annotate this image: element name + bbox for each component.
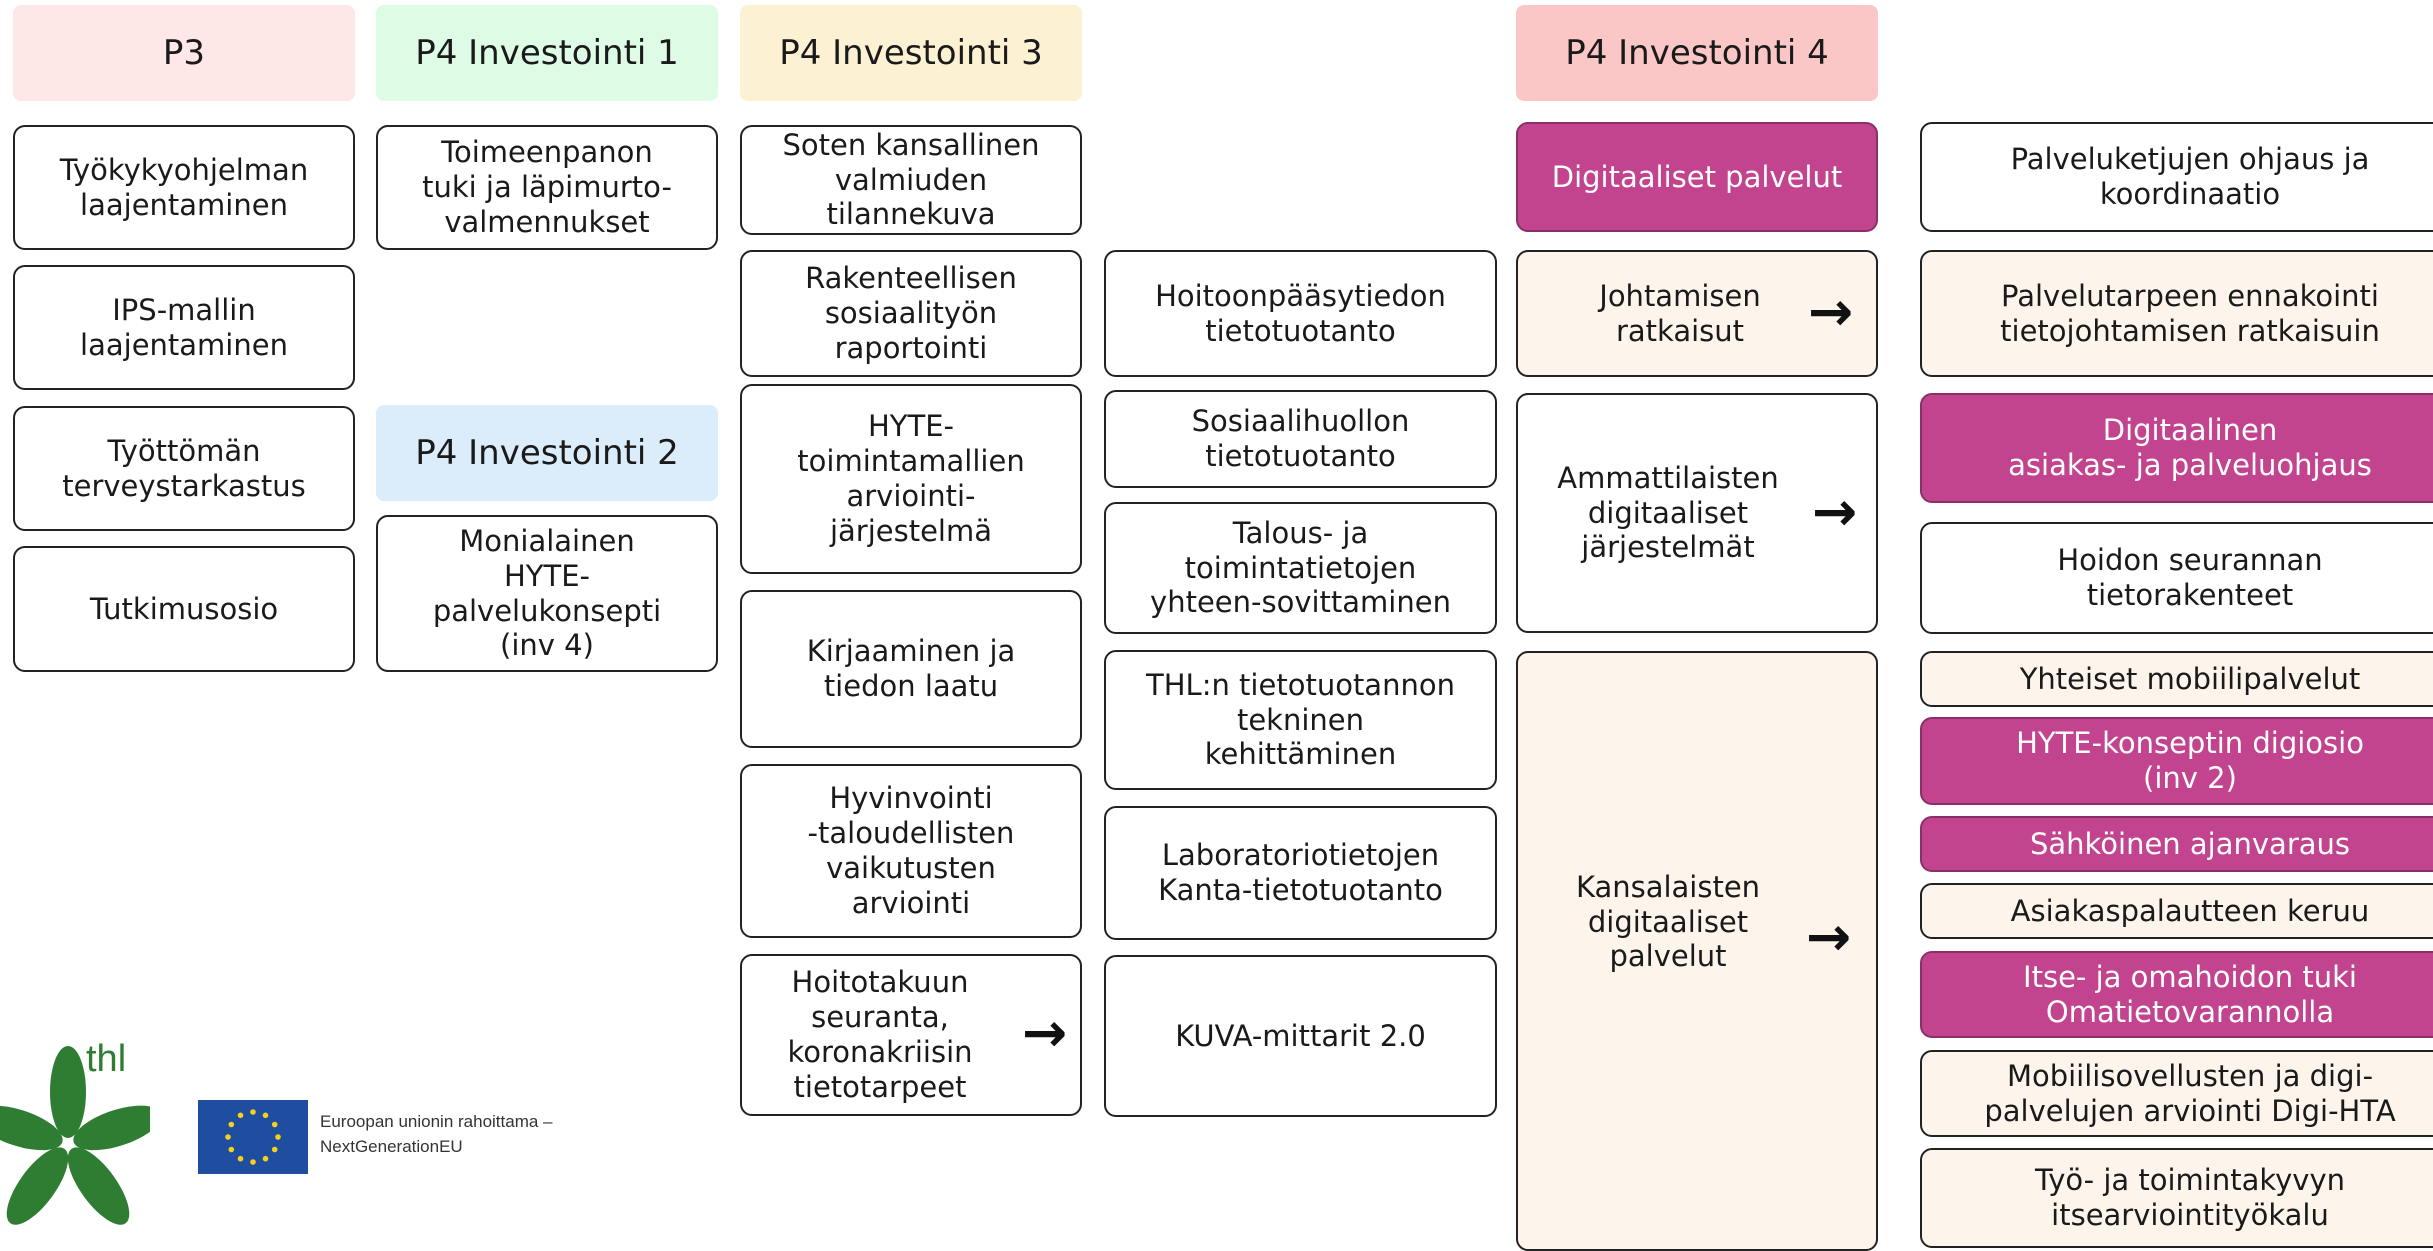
right-item: Palveluketjujen ohjaus ja koordinaatio <box>1920 122 2433 232</box>
right-item: Hoidon seurannan tietorakenteet <box>1920 522 2433 634</box>
p3-item-label: Työkykyohjelman laajentaminen <box>59 152 309 222</box>
inv3-item: Hyvinvointi -taloudellisten vaikutusten … <box>740 764 1082 938</box>
right-item-label: Hoidon seurannan tietorakenteet <box>2057 543 2323 612</box>
p3-item: Työttömän terveystarkastus <box>13 406 355 531</box>
right-item: Palvelutarpeen ennakointi tietojohtamise… <box>1920 250 2433 377</box>
inv3b-item-label: KUVA-mittarit 2.0 <box>1175 1018 1426 1053</box>
right-item-label: Asiakaspalautteen keruu <box>2010 893 2370 928</box>
inv3b-item-label: Laboratoriotietojen Kanta-tietotuotanto <box>1158 838 1443 907</box>
inv3b-item: KUVA-mittarit 2.0 <box>1104 955 1497 1117</box>
inv2-item-label: Monialainen HYTE- palvelukonsepti (inv 4… <box>432 523 662 663</box>
right-item-label: Työ- ja toimintakyvyn itsearviointityöka… <box>2035 1163 2345 1232</box>
inv3-item-label: Hyvinvointi -taloudellisten vaikutusten … <box>807 781 1015 920</box>
inv3b-item: Hoitoonpääsytiedon tietotuotanto <box>1104 250 1497 377</box>
right-item-label: Palvelutarpeen ennakointi tietojohtamise… <box>2000 278 2380 348</box>
arrow-right-icon: → <box>1022 1001 1068 1064</box>
inv1-item-label: Toimeenpanon tuki ja läpimurto- valmennu… <box>422 135 672 239</box>
inv3-item: HYTE- toimintamallien arviointi- järjest… <box>740 384 1082 574</box>
right-item: Yhteiset mobiilipalvelut <box>1920 651 2433 707</box>
inv3-item: Soten kansallinen valmiuden tilannekuva <box>740 125 1082 235</box>
arrow-right-icon: → <box>1806 905 1852 968</box>
inv3b-item: THL:n tietotuotannon tekninen kehittämin… <box>1104 650 1497 790</box>
p3-item-label: Työttömän terveystarkastus <box>62 433 306 503</box>
inv4-digitaaliset-palvelut: Digitaaliset palvelut <box>1516 122 1878 232</box>
inv3b-item-label: Talous- ja toimintatietojen yhteen-sovit… <box>1150 515 1451 620</box>
eu-flag-icon <box>198 1100 308 1174</box>
inv3b-item-label: Sosiaalihuollon tietotuotanto <box>1191 404 1410 473</box>
inv4-item-label: Johtamisen ratkaisut <box>1599 278 1761 348</box>
right-item: Sähköinen ajanvaraus <box>1920 816 2433 872</box>
inv3-item-label: Hoitotakuun seuranta, koronakriisin tiet… <box>787 965 973 1104</box>
inv4-item-label: Ammattilaisten digitaaliset järjestelmät <box>1557 460 1779 565</box>
inv2-item: Monialainen HYTE- palvelukonsepti (inv 4… <box>376 515 718 672</box>
inv3b-item: Talous- ja toimintatietojen yhteen-sovit… <box>1104 502 1497 634</box>
inv3-item-label: Soten kansallinen valmiuden tilannekuva <box>782 127 1040 232</box>
arrow-right-icon: → <box>1808 280 1854 343</box>
right-item-label: HYTE-konseptin digiosio (inv 2) <box>2016 726 2364 795</box>
inv3b-item: Laboratoriotietojen Kanta-tietotuotanto <box>1104 806 1497 940</box>
right-item-label: Sähköinen ajanvaraus <box>2029 826 2351 861</box>
inv3-item: Hoitotakuun seuranta, koronakriisin tiet… <box>740 954 1082 1116</box>
header-p4-investointi-3: P4 Investointi 3 <box>740 5 1082 101</box>
inv4-johtamisen-ratkaisut: Johtamisen ratkaisut <box>1516 250 1878 377</box>
inv3-item: Kirjaaminen ja tiedon laatu <box>740 590 1082 748</box>
inv3-item: Rakenteellisen sosiaalityön raportointi <box>740 250 1082 377</box>
p3-item-label: Tutkimusosio <box>89 591 279 626</box>
p3-item-label: IPS-mallin laajentaminen <box>80 292 288 362</box>
right-item: Asiakaspalautteen keruu <box>1920 883 2433 939</box>
inv4-ammattilaisten-jarjestelmat: Ammattilaisten digitaaliset järjestelmät <box>1516 393 1878 633</box>
thl-logo-text: thl <box>86 1038 127 1080</box>
arrow-right-icon: → <box>1812 480 1858 543</box>
right-item: Työ- ja toimintakyvyn itsearviointityöka… <box>1920 1148 2433 1248</box>
inv4-item-label: Digitaaliset palvelut <box>1551 159 1843 194</box>
right-item: HYTE-konseptin digiosio (inv 2) <box>1920 717 2433 805</box>
eu-funding-text: Euroopan unionin rahoittama – NextGenera… <box>320 1112 553 1156</box>
inv4-kansalaisten-palvelut: Kansalaisten digitaaliset palvelut <box>1516 651 1878 1251</box>
inv3b-item-label: Hoitoonpääsytiedon tietotuotanto <box>1155 278 1446 348</box>
inv3b-item: Sosiaalihuollon tietotuotanto <box>1104 390 1497 488</box>
header-p4-investointi-2: P4 Investointi 2 <box>376 405 718 501</box>
header-p4-investointi-1: P4 Investointi 1 <box>376 5 718 101</box>
inv1-item: Toimeenpanon tuki ja läpimurto- valmennu… <box>376 125 718 250</box>
inv3-item-label: Rakenteellisen sosiaalityön raportointi <box>805 261 1017 365</box>
right-item: Digitaalinen asiakas- ja palveluohjaus <box>1920 393 2433 503</box>
header-p3: P3 <box>13 5 355 101</box>
header-p4-investointi-4: P4 Investointi 4 <box>1516 5 1878 101</box>
inv3b-item-label: THL:n tietotuotannon tekninen kehittämin… <box>1146 667 1455 772</box>
right-item-label: Itse- ja omahoidon tuki Omatietovarannol… <box>2023 959 2357 1029</box>
thl-logo-icon <box>0 1046 150 1225</box>
p3-item: Tutkimusosio <box>13 546 355 672</box>
inv3-item-label: Kirjaaminen ja tiedon laatu <box>806 634 1016 703</box>
p3-item: IPS-mallin laajentaminen <box>13 265 355 390</box>
right-item-label: Palveluketjujen ohjaus ja koordinaatio <box>2010 142 2370 211</box>
right-item: Itse- ja omahoidon tuki Omatietovarannol… <box>1920 951 2433 1038</box>
p3-item: Työkykyohjelman laajentaminen <box>13 125 355 250</box>
right-item: Mobiilisovellusten ja digi- palvelujen a… <box>1920 1050 2433 1137</box>
right-item-label: Mobiilisovellusten ja digi- palvelujen a… <box>1984 1058 2396 1128</box>
right-item-label: Yhteiset mobiilipalvelut <box>2019 661 2361 696</box>
inv3-item-label: HYTE- toimintamallien arviointi- järjest… <box>797 409 1025 548</box>
right-item-label: Digitaalinen asiakas- ja palveluohjaus <box>2008 413 2372 482</box>
inv4-item-label: Kansalaisten digitaaliset palvelut <box>1575 869 1761 974</box>
